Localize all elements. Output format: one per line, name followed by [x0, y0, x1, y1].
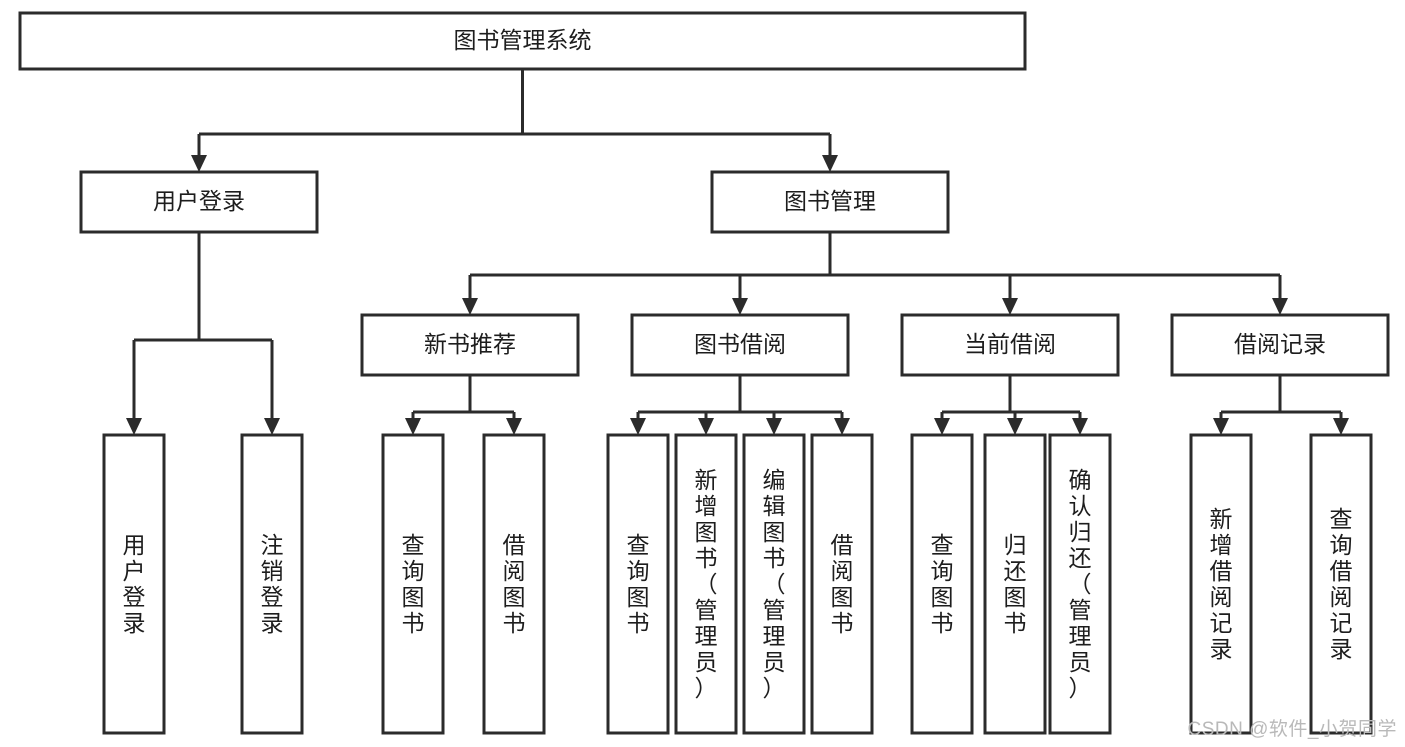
node-leaf-borrow-book-rec[interactable]: 借阅图书 [482, 433, 546, 735]
node-user-login-box[interactable] [79, 170, 319, 234]
borrow-record-to-leaves-arrow-1 [1333, 418, 1349, 435]
node-leaf-query-book-borrow[interactable]: 查询图书 [606, 433, 670, 735]
node-leaf-user-logout-label: 注销登录 [261, 532, 284, 636]
node-leaf-query-book-cur-box[interactable] [910, 433, 974, 735]
node-leaf-query-book-rec[interactable]: 查询图书 [381, 433, 445, 735]
node-current-borrow-box[interactable] [900, 313, 1120, 377]
book-borrow-to-leaves-arrow-2 [766, 418, 782, 435]
node-leaf-user-logout-box[interactable] [240, 433, 304, 735]
book-borrow-to-leaves-arrow-0 [630, 418, 646, 435]
node-leaf-add-record-label: 新增借阅记录 [1210, 506, 1233, 662]
node-leaf-return-book[interactable]: 归还图书 [983, 433, 1047, 735]
current-borrow-to-leaves-arrow-0 [934, 418, 950, 435]
node-book-borrow[interactable]: 图书借阅 [630, 313, 850, 377]
book-borrow-to-leaves-arrow-3 [834, 418, 850, 435]
root-to-l2-arrow-1 [822, 155, 838, 172]
user-login-to-leaves-arrow-1 [264, 418, 280, 435]
node-leaf-return-book-box[interactable] [983, 433, 1047, 735]
node-user-login[interactable]: 用户登录 [79, 170, 319, 234]
node-borrow-record[interactable]: 借阅记录 [1170, 313, 1390, 377]
node-leaf-user-login-label: 用户登录 [123, 532, 146, 636]
node-root-label: 图书管理系统 [454, 27, 592, 53]
node-leaf-query-record-label: 查询借阅记录 [1330, 506, 1353, 662]
node-leaf-confirm-return[interactable]: 确认归还（管理员） [1048, 433, 1112, 735]
node-leaf-query-record[interactable]: 查询借阅记录 [1309, 433, 1373, 735]
current-borrow-to-leaves-arrow-1 [1007, 418, 1023, 435]
node-book-manage-label: 图书管理 [784, 188, 876, 214]
node-leaf-borrow-book[interactable]: 借阅图书 [810, 433, 874, 735]
book-manage-to-l3-arrow-0 [462, 298, 478, 315]
node-leaf-edit-book-box[interactable] [742, 433, 806, 735]
node-current-borrow-label: 当前借阅 [964, 331, 1056, 357]
node-book-manage[interactable]: 图书管理 [710, 170, 950, 234]
node-leaf-user-login[interactable]: 用户登录 [102, 433, 166, 735]
node-leaf-query-book-rec-label: 查询图书 [402, 532, 425, 636]
node-leaf-query-book-cur-label: 查询图书 [931, 532, 954, 636]
node-leaf-add-book-label: 新增图书（管理员） [695, 467, 718, 701]
node-new-book-rec[interactable]: 新书推荐 [360, 313, 580, 377]
book-manage-to-l3-arrow-1 [732, 298, 748, 315]
node-book-manage-box[interactable] [710, 170, 950, 234]
borrow-record-to-leaves-arrow-0 [1213, 418, 1229, 435]
node-leaf-add-record-box[interactable] [1189, 433, 1253, 735]
node-leaf-borrow-book-box[interactable] [810, 433, 874, 735]
node-leaf-query-record-box[interactable] [1309, 433, 1373, 735]
node-leaf-query-book-borrow-box[interactable] [606, 433, 670, 735]
node-leaf-edit-book-label: 编辑图书（管理员） [763, 467, 786, 701]
node-leaf-add-record[interactable]: 新增借阅记录 [1189, 433, 1253, 735]
book-manage-to-l3-arrow-2 [1002, 298, 1018, 315]
watermark-text: CSDN @软件_小贺同学 [1187, 719, 1397, 740]
node-new-book-rec-box[interactable] [360, 313, 580, 377]
node-leaf-query-book-rec-box[interactable] [381, 433, 445, 735]
node-root[interactable]: 图书管理系统 [18, 11, 1027, 71]
edges-layer [126, 69, 1349, 435]
node-book-borrow-box[interactable] [630, 313, 850, 377]
node-new-book-rec-label: 新书推荐 [424, 331, 516, 357]
node-leaf-confirm-return-box[interactable] [1048, 433, 1112, 735]
user-login-to-leaves-arrow-0 [126, 418, 142, 435]
node-leaf-add-book[interactable]: 新增图书（管理员） [674, 433, 738, 735]
book-manage-to-l3-arrow-3 [1272, 298, 1288, 315]
node-borrow-record-label: 借阅记录 [1234, 331, 1326, 357]
node-borrow-record-box[interactable] [1170, 313, 1390, 377]
node-leaf-query-book-borrow-label: 查询图书 [627, 532, 650, 636]
nodes-layer: 图书管理系统用户登录图书管理新书推荐图书借阅当前借阅借阅记录用户登录注销登录查询… [18, 11, 1390, 735]
new-book-rec-to-leaves-arrow-0 [405, 418, 421, 435]
node-book-borrow-label: 图书借阅 [694, 331, 786, 357]
node-leaf-borrow-book-label: 借阅图书 [831, 532, 854, 636]
node-leaf-add-book-box[interactable] [674, 433, 738, 735]
node-leaf-user-logout[interactable]: 注销登录 [240, 433, 304, 735]
node-current-borrow[interactable]: 当前借阅 [900, 313, 1120, 377]
root-to-l2-arrow-0 [191, 155, 207, 172]
current-borrow-to-leaves-arrow-2 [1072, 418, 1088, 435]
node-root-box[interactable] [18, 11, 1027, 71]
node-leaf-edit-book[interactable]: 编辑图书（管理员） [742, 433, 806, 735]
node-leaf-borrow-book-rec-box[interactable] [482, 433, 546, 735]
node-leaf-return-book-label: 归还图书 [1004, 532, 1027, 636]
node-user-login-label: 用户登录 [153, 188, 245, 214]
node-leaf-confirm-return-label: 确认归还（管理员） [1069, 467, 1092, 701]
new-book-rec-to-leaves-arrow-1 [506, 418, 522, 435]
node-leaf-borrow-book-rec-label: 借阅图书 [503, 532, 526, 636]
node-leaf-user-login-box[interactable] [102, 433, 166, 735]
book-borrow-to-leaves-arrow-1 [698, 418, 714, 435]
node-leaf-query-book-cur[interactable]: 查询图书 [910, 433, 974, 735]
